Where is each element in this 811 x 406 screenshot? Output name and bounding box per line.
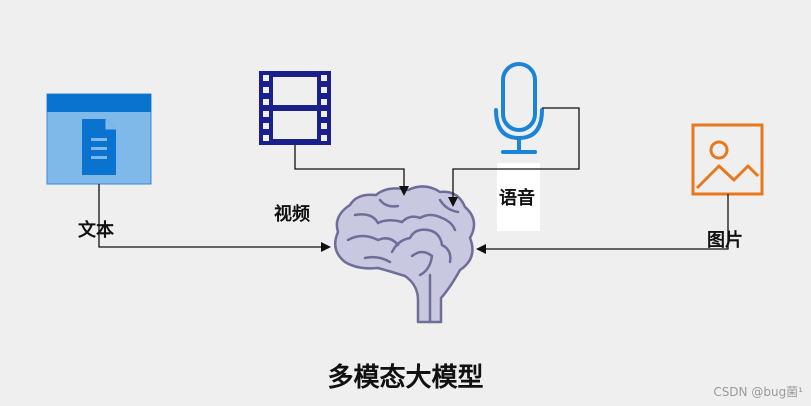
audio-label-box [497, 163, 540, 231]
arrow-video [294, 145, 409, 196]
brain-icon [333, 185, 476, 324]
document-icon [46, 93, 152, 185]
film-strip-icon [259, 71, 331, 145]
arrow-image [476, 194, 729, 254]
connectors [98, 107, 729, 254]
diagram-title: 多模态大模型 [327, 363, 484, 393]
arrow-text [98, 184, 331, 252]
watermark: CSDN @bug菌¹ [713, 385, 803, 399]
image-icon [691, 123, 764, 196]
audio-label: 语音 [499, 188, 535, 209]
image-label: 图片 [707, 230, 743, 251]
microphone-icon [494, 62, 544, 154]
arrow-audio [448, 107, 580, 207]
video-label: 视频 [274, 204, 310, 225]
text-label: 文本 [78, 220, 114, 241]
